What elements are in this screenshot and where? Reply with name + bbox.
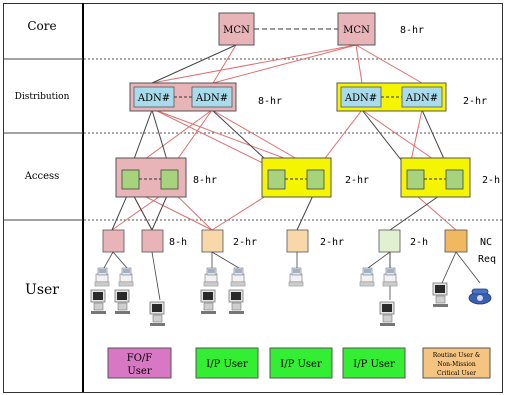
access-node[interactable]	[445, 169, 464, 190]
user-node-5[interactable]	[378, 229, 401, 253]
core-time: 8-hr	[400, 25, 424, 36]
core-node-1-label: MCN	[223, 25, 250, 36]
tier-label-core: Core	[27, 19, 57, 33]
workstation-icon	[288, 267, 304, 287]
user-node-4-time: 2-hr	[320, 237, 344, 248]
computer-icon	[379, 301, 396, 327]
secondary-links	[111, 44, 457, 231]
access-node[interactable]	[267, 169, 286, 190]
distribution-left-time: 8-hr	[258, 96, 282, 107]
distribution-node-r2-label: ADN#	[405, 93, 438, 104]
phone-icon	[468, 288, 492, 305]
legend-box-fof-user-line2: User	[127, 366, 151, 377]
legend-box-ip-user-label: I/P User	[280, 359, 322, 370]
user-node-6-label-line2: Req	[478, 254, 496, 265]
user-node-3[interactable]	[201, 229, 224, 253]
workstation-icon	[118, 267, 134, 287]
user-node-3-time: 2-hr	[233, 237, 257, 248]
distribution-node-l2-label: ADN#	[195, 93, 228, 104]
distribution-node-r1-label: ADN#	[344, 93, 377, 104]
workstation-icon	[382, 267, 398, 287]
user-node-4[interactable]	[286, 229, 309, 253]
computer-icon	[149, 301, 166, 327]
user-node-6-label-line1: NC	[480, 237, 492, 248]
legend-box-ip-user	[269, 347, 333, 379]
core-node-1[interactable]	[218, 12, 255, 46]
distribution-right-time: 2-hr	[463, 96, 487, 107]
access-node[interactable]	[121, 169, 140, 190]
access-node[interactable]	[160, 169, 179, 190]
core-node-2-label: MCN	[343, 25, 370, 36]
tier-label-distribution: Distribution	[14, 92, 70, 102]
legend-box-routine-user	[422, 347, 491, 379]
access-node[interactable]	[406, 169, 425, 190]
distribution-node-l1-label: ADN#	[137, 93, 170, 104]
workstation-icon	[203, 267, 219, 287]
user-node-2-time: 8-h	[169, 237, 187, 248]
access-group-1-time: 8-hr	[193, 175, 217, 186]
workstation-icon	[230, 267, 246, 287]
computer-icon	[432, 282, 449, 308]
diagram-frame	[3, 3, 503, 393]
user-node-1[interactable]	[102, 229, 125, 253]
computer-icon	[90, 289, 107, 315]
legend-box-routine-user-line3: Critical User	[437, 370, 476, 377]
user-node-5-time: 2-h	[410, 237, 428, 248]
distribution-node-l2[interactable]	[191, 86, 233, 108]
legend-box-ip-user	[342, 347, 406, 379]
workstation-icon	[359, 267, 375, 287]
access-node[interactable]	[306, 169, 325, 190]
legend-box-routine-user-line2: Non-Mission	[437, 361, 476, 368]
legend-box-fof-user	[107, 347, 172, 379]
workstation-icon	[94, 267, 110, 287]
computer-icon	[228, 289, 245, 315]
computer-icon	[114, 289, 131, 315]
distribution-node-r2[interactable]	[401, 86, 443, 108]
computer-icon	[200, 289, 217, 315]
legend-box-ip-user	[195, 347, 259, 379]
core-node-2[interactable]	[337, 12, 376, 46]
primary-links	[111, 44, 450, 231]
user-node-2[interactable]	[141, 229, 164, 253]
legend-box-ip-user-label: I/P User	[206, 359, 248, 370]
device-links	[103, 251, 481, 301]
access-group-2-time: 2-hr	[345, 175, 369, 186]
legend-box-ip-user-label: I/P User	[353, 359, 395, 370]
access-group-3-time: 2-h	[482, 175, 500, 186]
tier-label-access: Access	[24, 171, 60, 182]
tier-label-user: User	[25, 282, 59, 298]
legend-box-routine-user-line1: Routine User &	[433, 352, 481, 359]
legend-box-fof-user-line1: FO/F	[127, 353, 153, 364]
user-node-6[interactable]	[444, 229, 468, 253]
